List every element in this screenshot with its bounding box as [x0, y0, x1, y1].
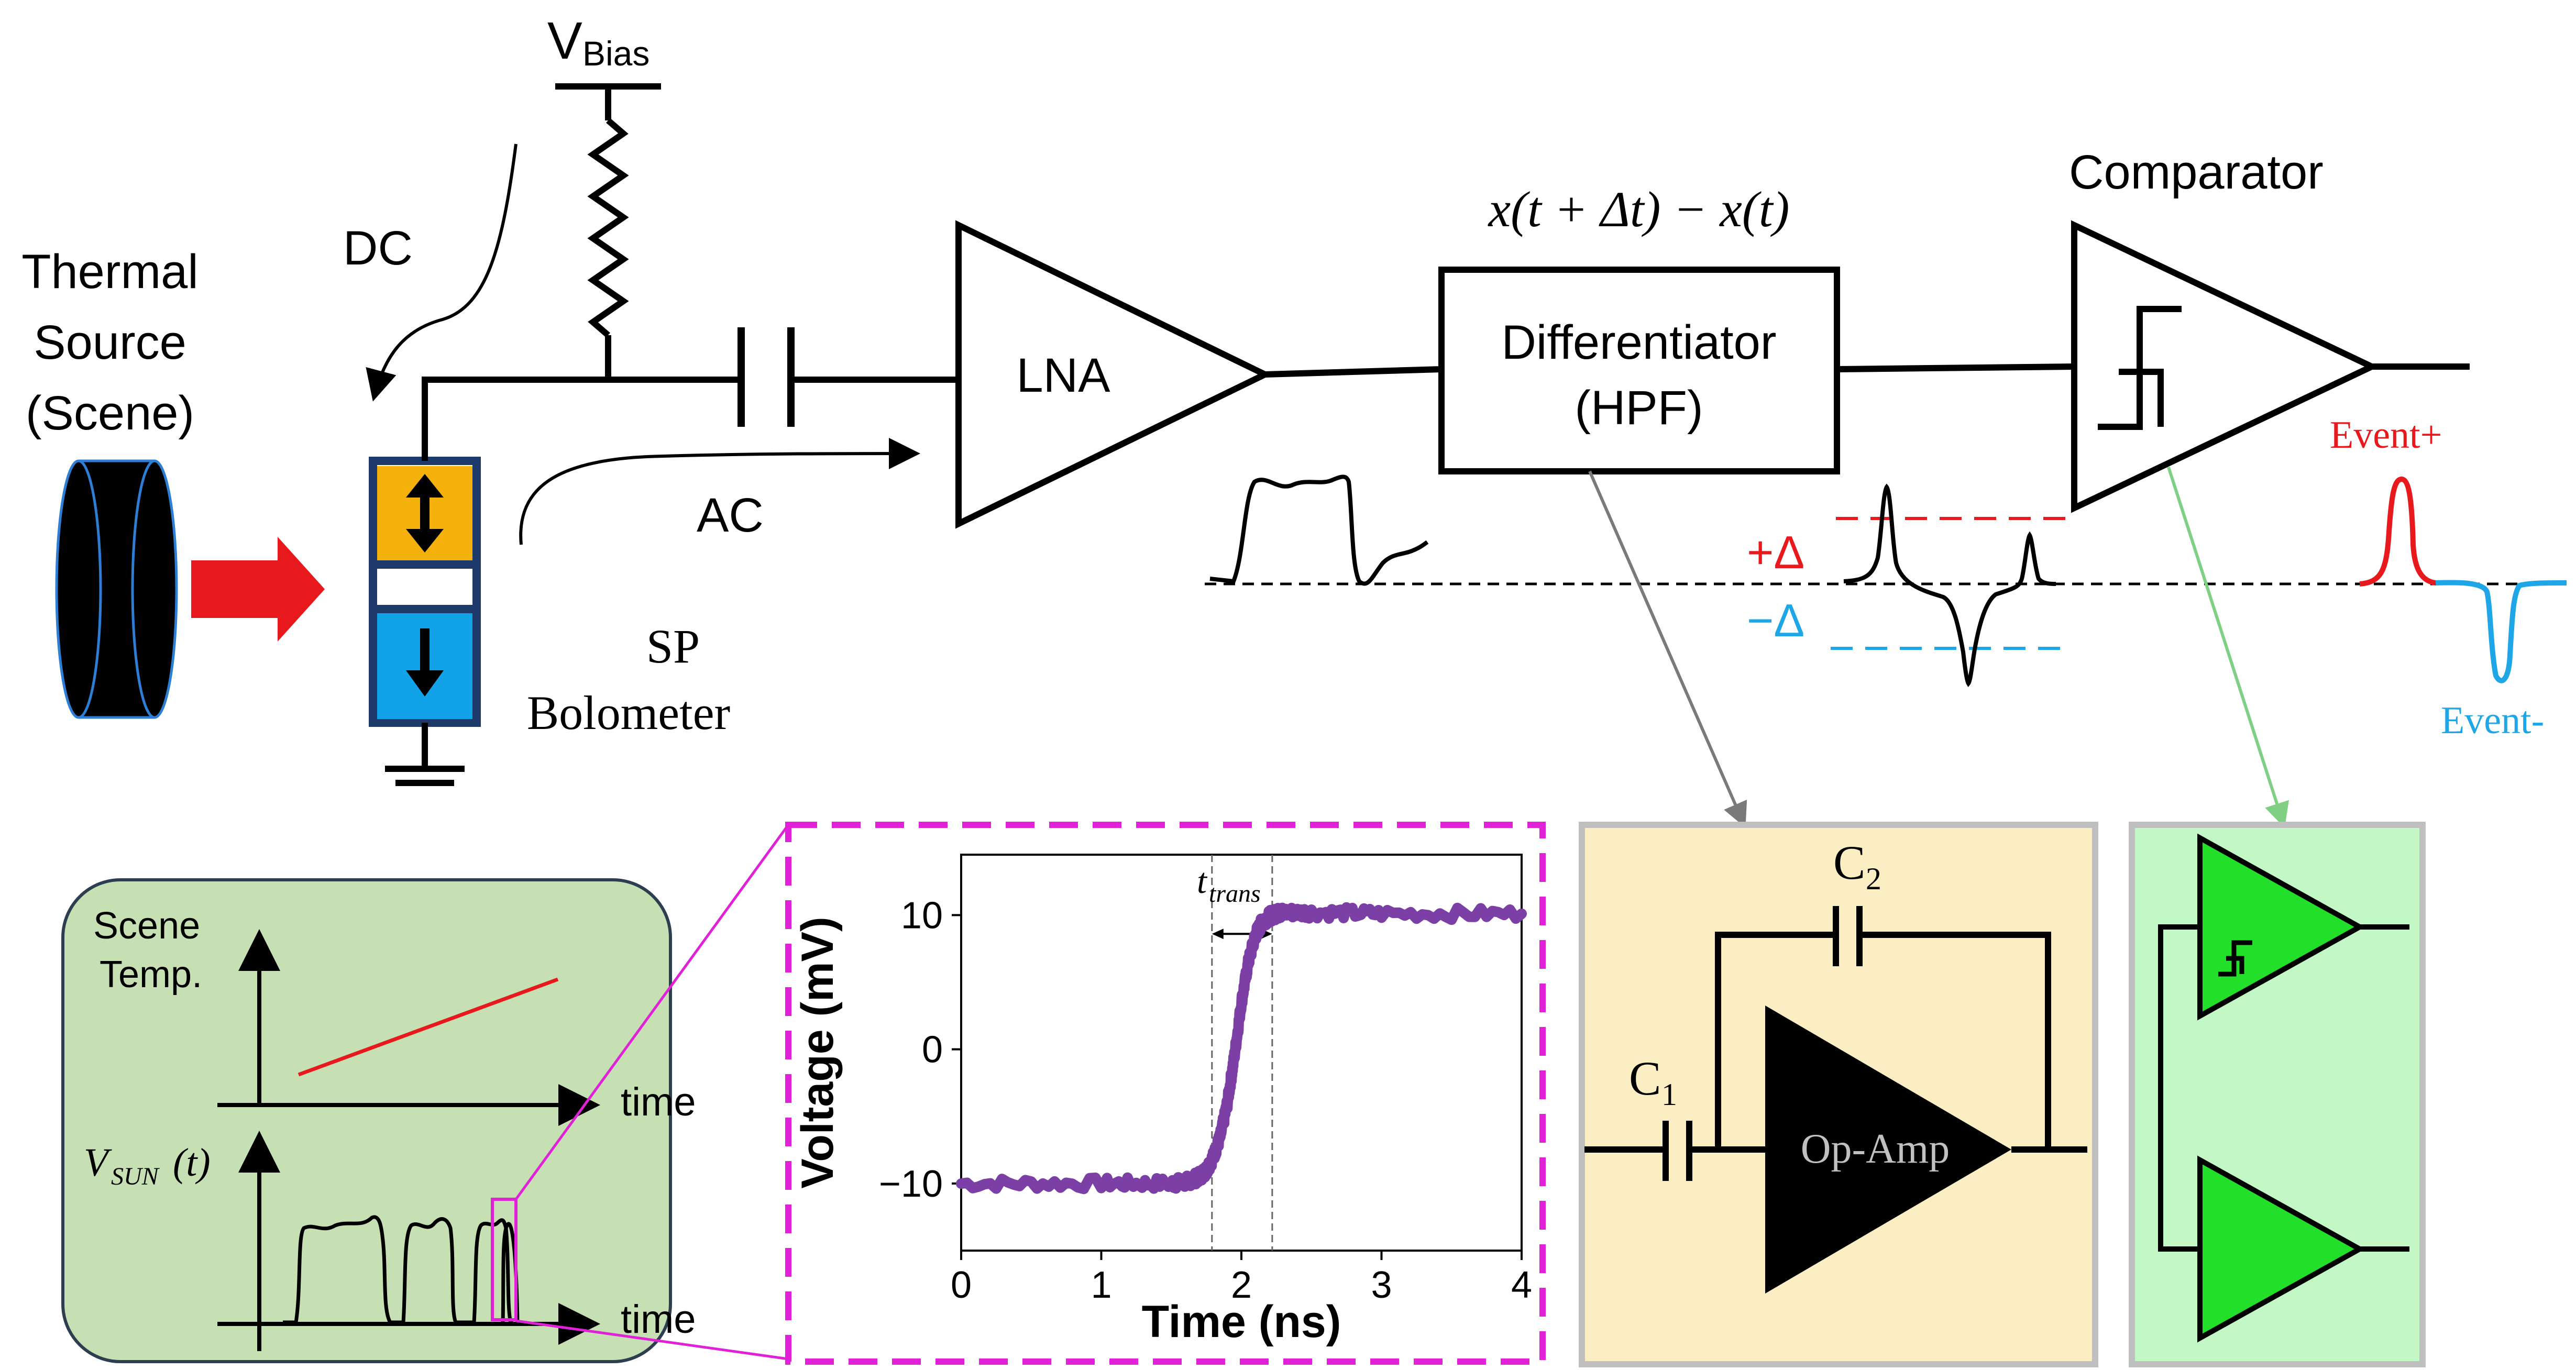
vbias-subscript: Bias [582, 34, 649, 73]
x-tick-label: 1 [1091, 1264, 1111, 1306]
c2-subscript: 2 [1866, 861, 1881, 896]
scene-temp-line-1: Scene [93, 905, 200, 947]
ground-symbol-icon [385, 723, 465, 786]
differentiator-label: Differentiator [1501, 316, 1776, 369]
dc-path-arrow: DC [343, 143, 518, 402]
voltage-series-line [956, 902, 1527, 1195]
y-tick-label: 10 [901, 894, 943, 936]
scene-inset-panel: Scene Temp. time V SUN (t) time [61, 878, 696, 1363]
opamp-label: Op-Amp [1801, 1126, 1950, 1172]
scene-temp-ramp [298, 977, 559, 1077]
radiation-arrow-icon [191, 537, 325, 642]
down-arrow-icon [406, 628, 444, 697]
c2-label: C [1833, 836, 1865, 889]
scene-temp-line-2: Temp. [100, 954, 202, 996]
hysteresis-icon [2098, 306, 2182, 430]
sp-bolometer-device [369, 457, 481, 727]
lna-amplifier: LNA [955, 220, 1272, 529]
zoom-region-marker [491, 1198, 518, 1321]
thermal-source-line-2: Source [34, 316, 186, 369]
vbias-label: V [547, 12, 582, 70]
comparator-callout-arrow [2167, 467, 2289, 828]
c1-subscript: 1 [1661, 1077, 1677, 1112]
ac-path-arrow: AC [519, 438, 920, 545]
thermal-source-line-1: Thermal [21, 245, 198, 299]
comparator-label: Comparator [2069, 146, 2324, 199]
x-axis-title: Time (ns) [1142, 1297, 1341, 1347]
x-tick-label: 0 [951, 1264, 972, 1306]
vsun-argument: (t) [173, 1141, 211, 1185]
thermal-source-label: Thermal Source (Scene) [21, 245, 198, 440]
ac-label: AC [697, 489, 764, 542]
lna-output-waveform [1209, 474, 1429, 586]
sp-bolometer-line-1: SP [646, 620, 700, 673]
x-tick-label: 2 [1231, 1264, 1252, 1306]
event-minus-pulse [2435, 580, 2567, 683]
lna-label: LNA [1017, 349, 1111, 402]
bias-resistor-icon [587, 118, 629, 338]
event-plus-label: Event+ [2330, 414, 2442, 457]
coupling-capacitor-icon [737, 327, 795, 427]
time-axis-label-top: time [621, 1080, 696, 1124]
x-tick-label: 4 [1511, 1264, 1532, 1306]
y-tick-label: −10 [879, 1163, 943, 1205]
thermal-source-disk-icon [55, 459, 178, 719]
differentiator-output-waveform [1843, 483, 2056, 688]
opamp-panel: C 1 C 2 Op-Amp [1579, 822, 2098, 1367]
ttrans-subscript: trans [1209, 880, 1261, 908]
x-tick-label: 3 [1371, 1264, 1392, 1306]
differentiator-block: Differentiator (HPF) [1438, 267, 1840, 474]
zoom-line-top [514, 824, 790, 1200]
y-axis-title: Voltage (mV) [792, 916, 843, 1188]
dc-label: DC [343, 222, 413, 275]
vsun-label: V [84, 1141, 112, 1185]
ttrans-label: t [1197, 861, 1208, 901]
time-axis-label-bottom: time [621, 1297, 696, 1342]
opamp-triangle-icon [1765, 1006, 2011, 1294]
ttrans-arrow-left-icon [1212, 929, 1224, 940]
bias-network: V Bias [422, 12, 959, 461]
minus-delta-label: −Δ [1747, 594, 1804, 646]
double-arrow-icon [406, 474, 444, 553]
zoom-line-bottom [515, 1319, 789, 1361]
event-plus-pulse [2359, 476, 2436, 587]
y-tick-label: 0 [922, 1029, 943, 1071]
sp-bolometer-line-2: Bolometer [527, 686, 730, 739]
event-minus-label: Event- [2441, 699, 2544, 742]
differentiator-formula: x(t + Δt) − x(t) [1487, 181, 1789, 237]
comparator-panel [2129, 822, 2426, 1367]
differentiator-sublabel: (HPF) [1575, 381, 1703, 435]
vsun-subscript: SUN [111, 1163, 160, 1190]
sp-bolometer-label: SP Bolometer [527, 620, 730, 739]
comparator-amplifier [2071, 220, 2379, 513]
c1-label: C [1629, 1052, 1661, 1105]
thermal-source-line-3: (Scene) [26, 386, 194, 440]
plus-delta-label: +Δ [1747, 526, 1804, 578]
differentiator-callout-arrow [1588, 470, 1747, 828]
